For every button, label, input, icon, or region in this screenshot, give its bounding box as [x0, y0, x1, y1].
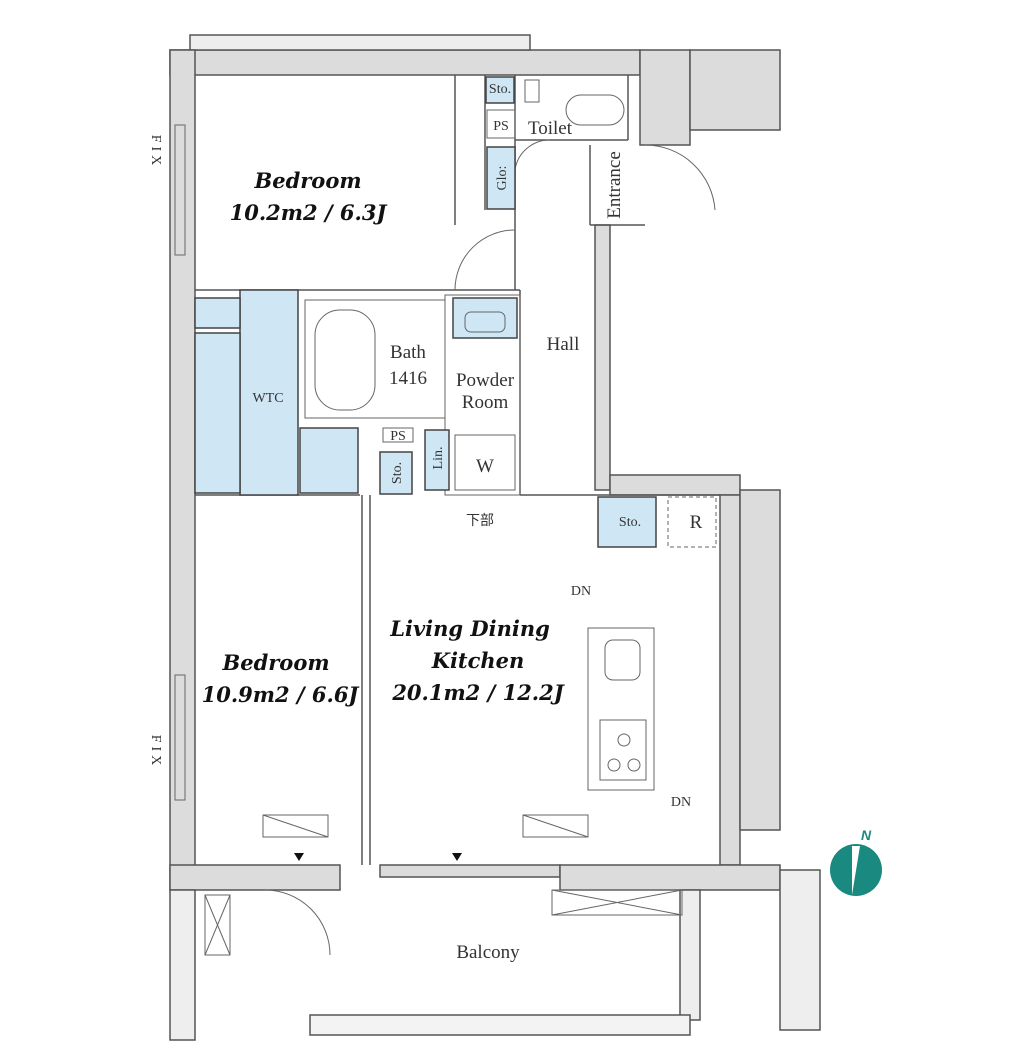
glo-label: Glo:	[495, 166, 510, 191]
storage-areas	[194, 76, 717, 548]
bedroom1-size: 10.2m2 / 6.3J	[230, 200, 389, 225]
north-label: N	[861, 827, 872, 843]
entry-marker-icon	[452, 853, 462, 861]
kabu-label: 下部	[466, 513, 494, 529]
fix-top-label: FIX	[148, 135, 163, 170]
lin-label: Lin.	[431, 447, 446, 470]
wtc-label: WTC	[252, 391, 283, 406]
ldk-size: 20.1m2 / 12.2J	[391, 680, 565, 705]
dn1-label: DN	[571, 584, 591, 599]
fix-bottom-label: FIX	[148, 735, 163, 770]
bedroom2-name: Bedroom	[221, 650, 329, 675]
dn2-label: DN	[671, 795, 691, 810]
powder-line1: Powder	[456, 370, 515, 391]
bedroom1-name: Bedroom	[253, 168, 361, 193]
sto-kitchen-label: Sto.	[619, 515, 641, 530]
bedroom2-size: 10.9m2 / 6.6J	[202, 682, 361, 707]
ldk-name-1: Living Dining	[389, 616, 550, 641]
ps-mid-label: PS	[390, 429, 406, 444]
bath-name: Bath	[390, 342, 426, 363]
north-compass: N	[830, 827, 882, 896]
ps-top-label: PS	[493, 119, 509, 134]
balcony-label: Balcony	[456, 942, 520, 963]
powder-line2: Room	[462, 392, 509, 413]
fridge-label: R	[690, 512, 703, 533]
toilet-label: Toilet	[528, 118, 573, 139]
entry-marker-icon	[294, 853, 304, 861]
washer-label: W	[476, 456, 494, 477]
hall-label: Hall	[547, 334, 580, 355]
ldk-name-2: Kitchen	[431, 648, 525, 673]
sto-mid-label: Sto.	[390, 462, 405, 484]
entrance-label: Entrance	[604, 151, 625, 219]
sto-top-label: Sto.	[489, 82, 511, 97]
bath-size: 1416	[389, 368, 427, 389]
